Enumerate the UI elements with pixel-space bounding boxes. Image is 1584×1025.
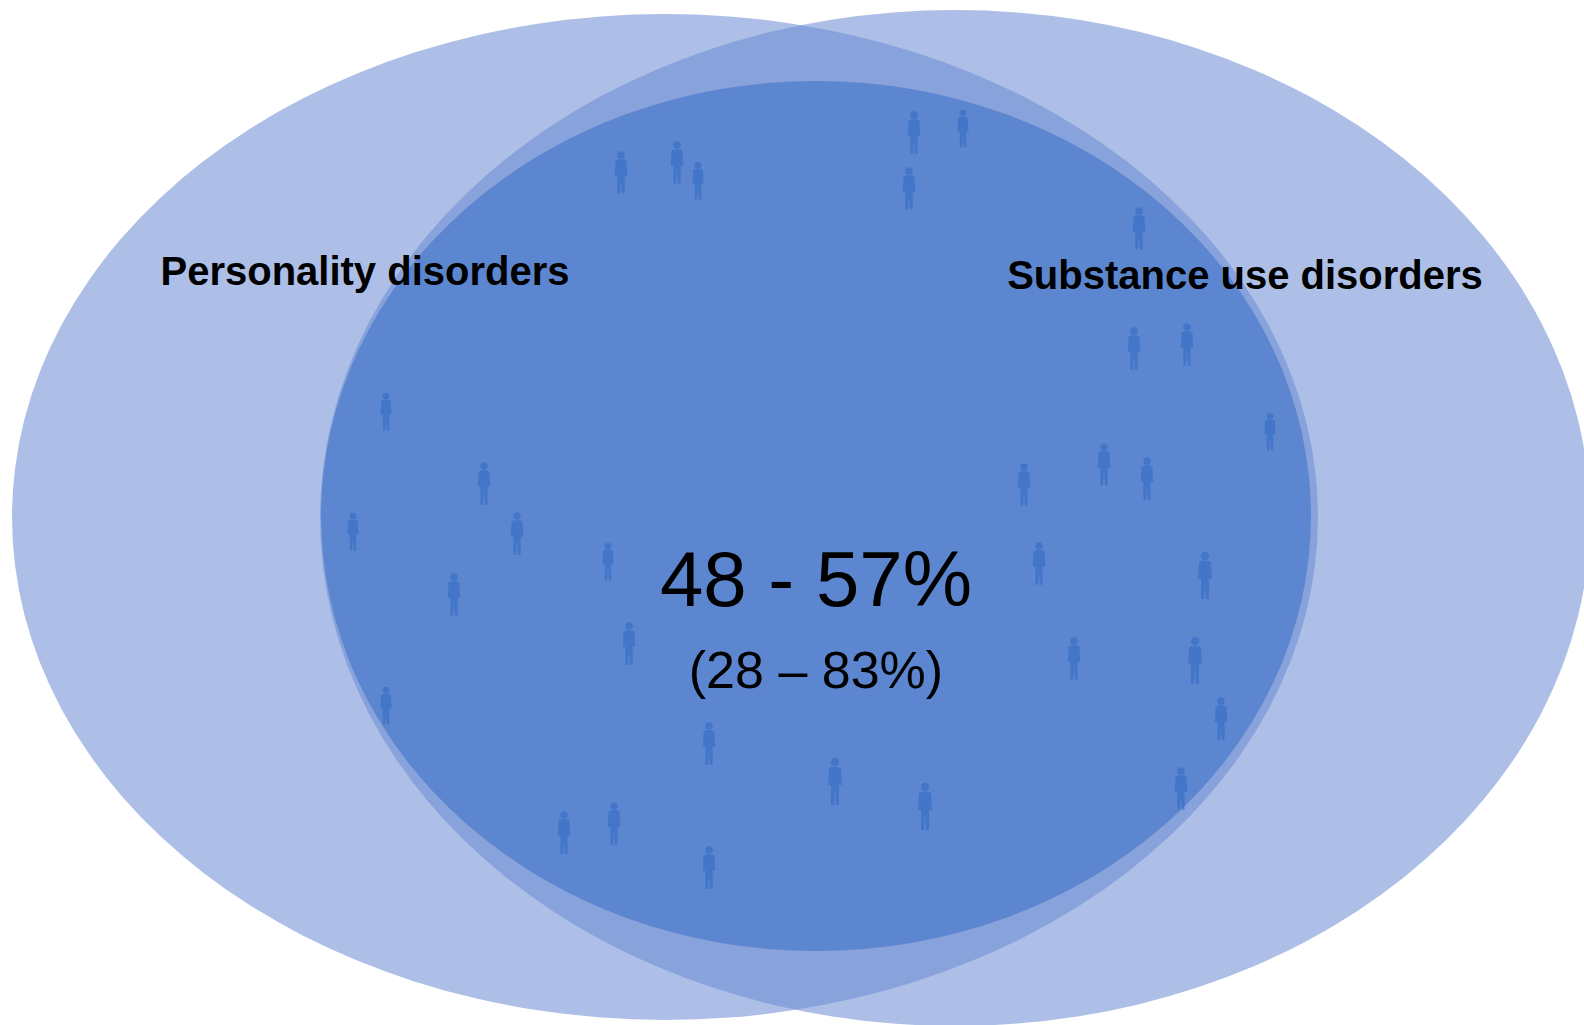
percentage-range: (28 – 83%)	[689, 641, 943, 701]
person-figure	[1128, 327, 1141, 369]
person-figure	[1098, 443, 1111, 485]
person-figure	[478, 462, 491, 504]
set-label: Substance use disorders	[1007, 252, 1483, 298]
shape-outline	[321, 81, 1311, 951]
person-figure	[511, 512, 524, 554]
text-group: Personality disorders	[160, 248, 569, 294]
person-figure	[1198, 552, 1212, 599]
set-label: Personality disorders	[160, 248, 569, 294]
person-figure	[828, 758, 842, 805]
overlap-circle: 48 - 57% (28 – 83%)	[321, 81, 1311, 951]
venn-ellipse	[320, 10, 1584, 1025]
person-figure	[1181, 323, 1194, 365]
person-figure	[1188, 637, 1202, 684]
person-figure	[1175, 767, 1188, 809]
person-figure	[1018, 463, 1031, 505]
person-figure	[703, 846, 716, 888]
person-figure	[380, 687, 391, 725]
person-figure	[558, 811, 571, 853]
person-figure	[1215, 697, 1228, 739]
person-figure	[608, 802, 621, 844]
person-figure	[448, 573, 461, 615]
person-figure	[623, 622, 636, 664]
people-silhouettes	[347, 110, 1275, 889]
person-figure	[703, 722, 716, 764]
percentage-value: 48 - 57%	[660, 535, 972, 625]
person-figure	[908, 111, 921, 153]
person-figure	[602, 543, 613, 581]
text-group: Substance use disorders	[1007, 252, 1483, 298]
person-figure	[671, 141, 684, 183]
person-figure	[903, 167, 916, 209]
person-figure	[692, 162, 703, 200]
person-figure	[1068, 637, 1081, 679]
person-figure	[615, 151, 628, 193]
person-figure	[380, 393, 391, 431]
person-figure	[957, 110, 968, 148]
person-figure	[918, 783, 932, 830]
person-figure	[1264, 413, 1275, 451]
person-figure	[1033, 542, 1046, 584]
overlap-circle	[321, 81, 1311, 951]
person-figure	[347, 513, 358, 551]
person-figure	[1141, 457, 1154, 499]
text-group: 48 - 57% (28 – 83%)	[660, 535, 972, 700]
person-figure	[1133, 207, 1146, 249]
